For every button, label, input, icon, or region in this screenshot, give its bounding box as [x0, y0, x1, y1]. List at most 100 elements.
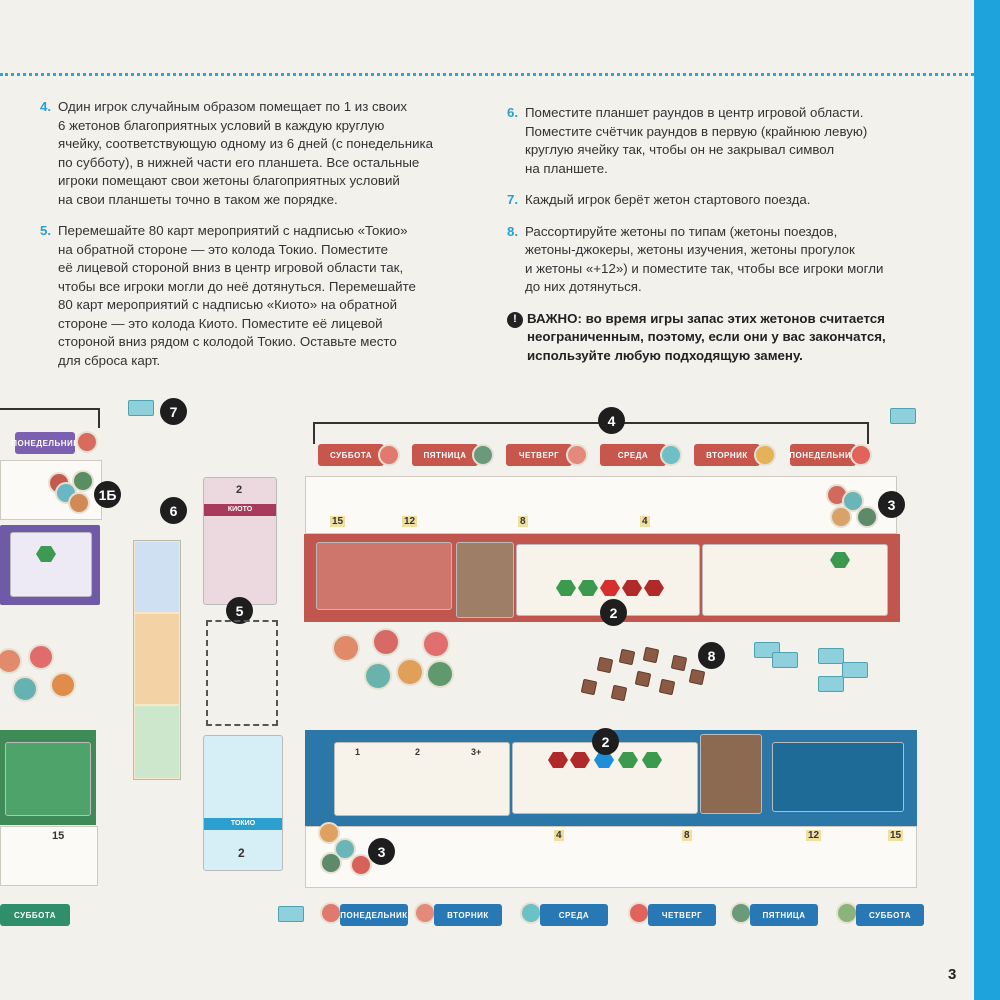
track-mark: 8 — [518, 516, 528, 527]
condition-token — [318, 822, 340, 844]
hex-token — [600, 580, 620, 596]
round-number: 3+ — [471, 747, 482, 757]
event-card-photo — [700, 734, 762, 814]
track-mark: 12 — [402, 516, 418, 527]
hex-token — [36, 546, 56, 562]
condition-token — [50, 672, 76, 698]
step-5: 5. Перемешайте 80 карт мероприятий с над… — [40, 222, 490, 370]
condition-token — [566, 444, 588, 466]
condition-token — [332, 634, 360, 662]
callout-2-bottom: 2 — [592, 728, 619, 755]
callout-3-top: 3 — [878, 491, 905, 518]
condition-token — [76, 431, 98, 453]
condition-token — [350, 854, 372, 876]
condition-token — [754, 444, 776, 466]
round-panel: 1 2 3+ — [334, 742, 510, 816]
callout-5: 5 — [226, 597, 253, 624]
condition-token — [12, 676, 38, 702]
callout-7: 7 — [160, 398, 187, 425]
track-mark: 4 — [640, 516, 650, 527]
track-mark: 4 — [554, 830, 564, 841]
tile-token — [618, 648, 636, 666]
start-train-token — [890, 408, 916, 424]
day-tab: ПЯТНИЦА — [412, 444, 478, 466]
condition-token — [426, 660, 454, 688]
condition-token — [396, 658, 424, 686]
deck-value: 2 — [238, 846, 245, 860]
day-tab: СУББОТА — [856, 904, 924, 926]
callout-8: 8 — [698, 642, 725, 669]
step-8: 8. Рассортируйте жетоны по типам (жетоны… — [507, 223, 947, 297]
tile-token — [658, 678, 676, 696]
condition-token — [334, 838, 356, 860]
tile-token — [642, 646, 660, 664]
day-tab: ПЯТНИЦА — [750, 904, 818, 926]
step-number: 6. — [507, 105, 519, 120]
condition-token — [68, 492, 90, 514]
condition-token — [72, 470, 94, 492]
track-mark: 15 — [52, 830, 65, 842]
condition-token — [628, 902, 650, 924]
step-text: Каждый игрок берёт жетон стартового поез… — [525, 192, 811, 207]
train-token — [842, 662, 868, 678]
tile-token — [580, 678, 598, 696]
deck-title: ТОКИО — [204, 818, 282, 830]
condition-token — [472, 444, 494, 466]
condition-token — [422, 630, 450, 658]
round-board-section — [135, 706, 179, 778]
round-number: 2 — [415, 747, 421, 757]
board-panel — [772, 742, 904, 812]
tile-token — [634, 670, 652, 688]
step-4: 4. Один игрок случайным образом помещает… — [40, 98, 490, 209]
train-token — [772, 652, 798, 668]
bracket-left — [0, 408, 100, 428]
step-number: 7. — [507, 192, 519, 207]
deck-value: 2 — [236, 484, 243, 496]
step-text: Поместите планшет раундов в центр игрово… — [525, 105, 868, 176]
condition-token — [836, 902, 858, 924]
tile-token — [596, 656, 614, 674]
hex-token — [618, 752, 638, 768]
condition-token — [320, 902, 342, 924]
condition-token — [830, 506, 852, 528]
discard-slot — [206, 620, 278, 726]
page-number: 3 — [948, 966, 957, 983]
bracket-4 — [313, 422, 869, 444]
steps-left-column: 4. Один игрок случайным образом помещает… — [40, 98, 490, 383]
day-tab: СРЕДА — [600, 444, 666, 466]
step-text: Рассортируйте жетоны по типам (жетоны по… — [525, 223, 884, 295]
hex-token — [622, 580, 642, 596]
important-note: ! ВАЖНО: во время игры запас этих жетоно… — [507, 310, 947, 366]
round-number: 1 — [355, 747, 361, 757]
hex-token — [578, 580, 598, 596]
tokyo-deck: ТОКИО 2 — [203, 735, 283, 871]
condition-token — [842, 490, 864, 512]
tile-token — [610, 684, 628, 702]
board-panel — [5, 742, 91, 816]
callout-3-bottom: 3 — [368, 838, 395, 865]
condition-token — [0, 648, 22, 674]
track-mark: 12 — [806, 830, 822, 841]
condition-token — [850, 444, 872, 466]
deck-title: КИОТО — [204, 504, 276, 516]
exclamation-icon: ! — [507, 311, 523, 328]
day-tab: ПОНЕДЕЛЬНИК — [11, 432, 78, 454]
day-tab: ВТОРНИК — [434, 904, 502, 926]
step-text: Один игрок случайным образом помещает по… — [58, 99, 434, 207]
board-panel — [316, 542, 452, 610]
callout-2-top: 2 — [600, 599, 627, 626]
event-card-photo — [456, 542, 514, 618]
round-board-section — [135, 614, 179, 704]
track-mark: 15 — [888, 830, 904, 841]
day-tab: СУББОТА — [318, 444, 384, 466]
callout-1b: 1Б — [94, 481, 121, 508]
track-mark: 15 — [330, 516, 346, 527]
condition-token — [28, 644, 54, 670]
condition-token — [730, 902, 752, 924]
condition-token — [378, 444, 400, 466]
step-number: 8. — [507, 223, 519, 239]
train-token — [818, 648, 844, 664]
condition-token — [372, 628, 400, 656]
day-tab: ЧЕТВЕРГ — [506, 444, 572, 466]
hex-token — [556, 580, 576, 596]
